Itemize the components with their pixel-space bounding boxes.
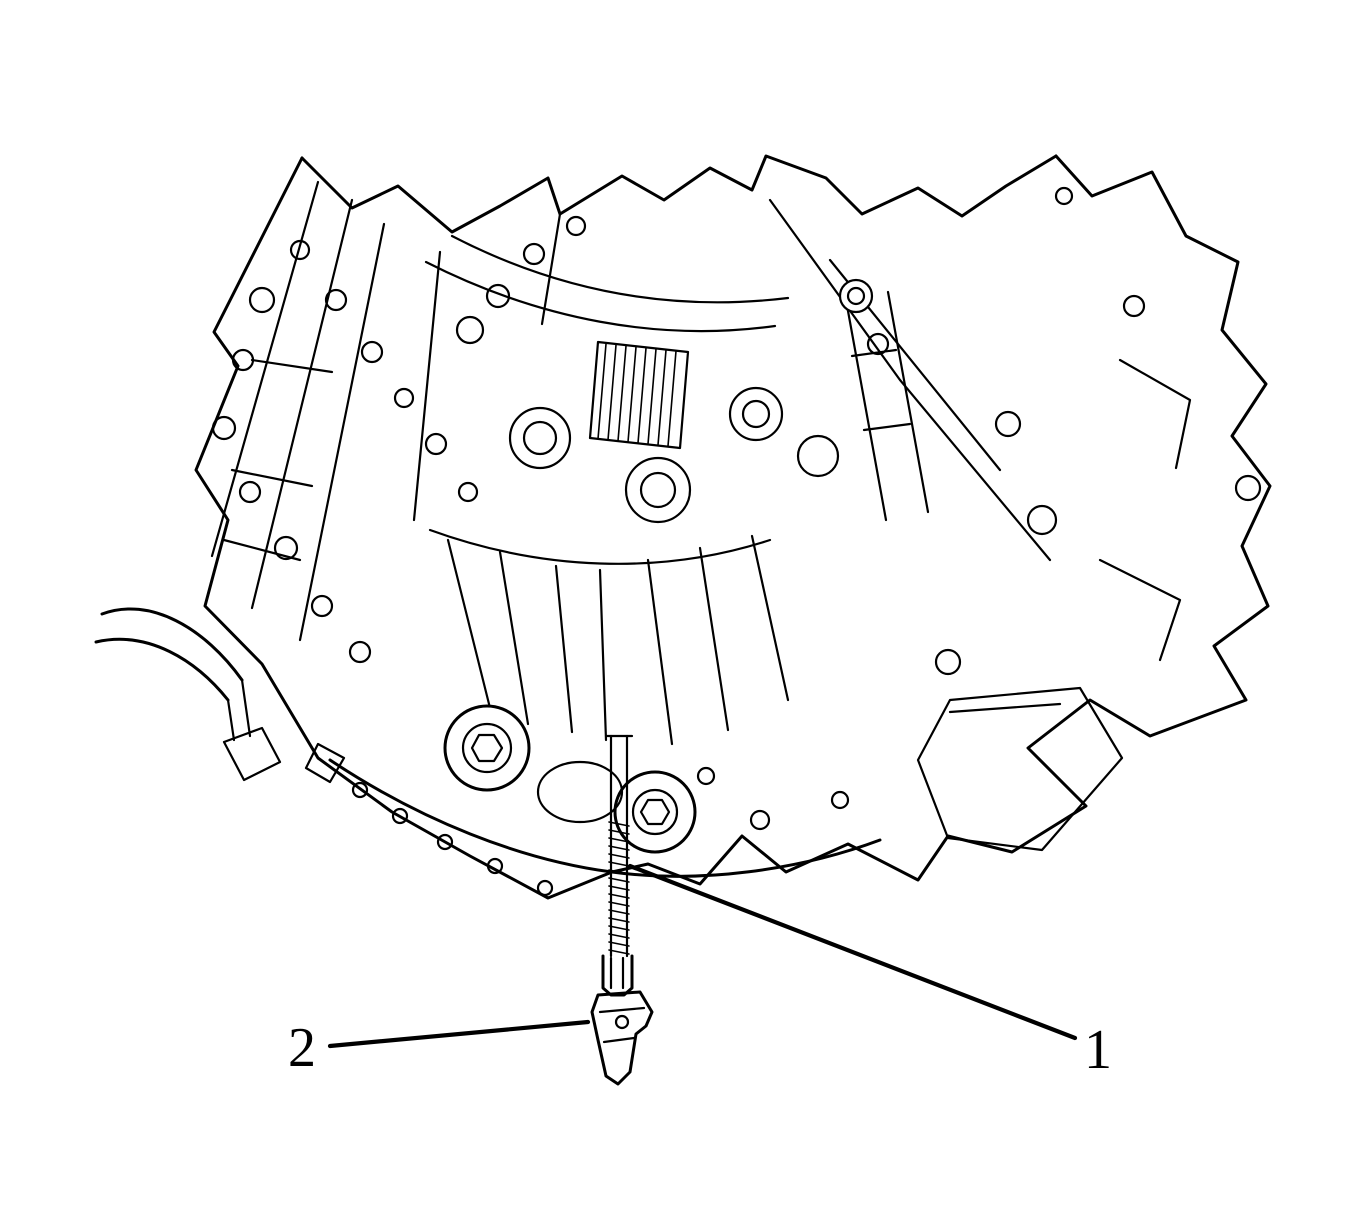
bolt-hole xyxy=(934,648,962,676)
right-block-details xyxy=(768,186,1262,852)
left-block-details xyxy=(210,180,587,664)
bolt-hole xyxy=(536,879,554,897)
hex-nut xyxy=(470,733,504,763)
bolt-hole xyxy=(457,481,479,503)
bolt-hole xyxy=(238,480,262,504)
bolt-hole xyxy=(231,348,255,372)
bolt-hole xyxy=(273,535,299,561)
bolt-hole xyxy=(455,315,485,345)
hex-nut xyxy=(639,798,671,826)
lower-right-bracket xyxy=(916,686,1124,852)
bolt-hole xyxy=(324,288,348,312)
bolt-hole xyxy=(485,283,511,309)
stud-threads xyxy=(608,821,630,955)
bolt-hole xyxy=(1122,294,1146,318)
outline-left-edge xyxy=(194,156,614,900)
bolt-hole xyxy=(436,833,454,851)
flange-boss xyxy=(443,704,531,792)
sensor-detail xyxy=(614,1014,630,1030)
bolt-hole xyxy=(310,594,334,618)
bolt-hole xyxy=(838,278,874,314)
bolt-hole xyxy=(351,781,369,799)
bolt-hole xyxy=(348,640,372,664)
center-boss xyxy=(508,406,572,470)
bolt-hole xyxy=(866,332,890,356)
bolt-hole xyxy=(994,410,1022,438)
bolt-hole xyxy=(289,239,311,261)
center-boss xyxy=(796,434,840,478)
oil-pan-flange xyxy=(304,704,882,897)
center-structure xyxy=(424,234,840,746)
sensor-clevis xyxy=(601,954,634,997)
bolt-hole xyxy=(248,286,276,314)
position-sensor xyxy=(590,954,654,1086)
bolt-hole xyxy=(830,790,850,810)
outline-top-edge xyxy=(300,154,1058,234)
callout-1: 1 xyxy=(627,863,1112,1081)
pan-tab xyxy=(304,742,346,784)
center-boss xyxy=(728,386,784,442)
bolt-hole xyxy=(749,809,771,831)
bolt-hole xyxy=(393,387,415,409)
bolt-hole xyxy=(486,857,504,875)
engine-outline xyxy=(194,154,1272,900)
callout-2-leader-line xyxy=(327,1019,591,1049)
bolt-hole xyxy=(360,340,384,364)
pan-opening xyxy=(536,760,624,824)
outline-right-edge xyxy=(610,154,1272,886)
bolt-hole xyxy=(424,432,448,456)
hatched-panel xyxy=(588,340,690,450)
callout-1-label: 1 xyxy=(1084,1019,1112,1081)
bolt-hole xyxy=(1026,504,1058,536)
bolt-hole xyxy=(565,215,587,237)
bolt-hole xyxy=(696,766,716,786)
bolt-hole xyxy=(211,415,237,441)
mounting-stud xyxy=(604,734,634,958)
callout-1-leader-line xyxy=(627,863,1078,1041)
bolt-hole xyxy=(391,807,409,825)
callout-2-label: 2 xyxy=(288,1017,316,1079)
bolt-hole xyxy=(1234,474,1262,502)
callout-2: 2 xyxy=(288,1017,591,1079)
center-boss xyxy=(624,456,692,524)
harness-connector xyxy=(222,726,282,782)
flange-boss xyxy=(613,770,697,854)
sensor-body xyxy=(590,990,654,1086)
bolt-hole xyxy=(1054,186,1074,206)
bolt-hole xyxy=(522,242,546,266)
wiring-harness xyxy=(94,607,282,782)
